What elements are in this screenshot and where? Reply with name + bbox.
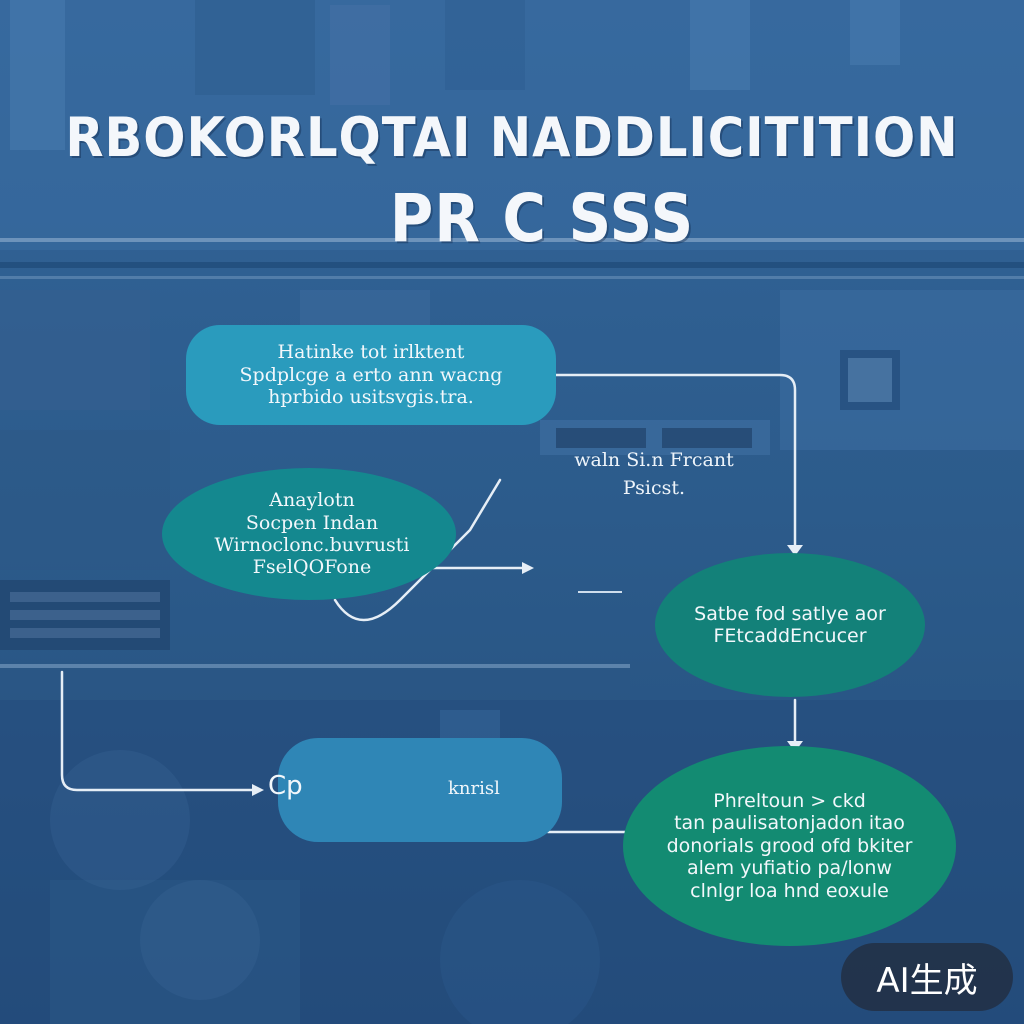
node1-line-2: Spdplcge a erto ann wacng (240, 364, 503, 386)
node5-line-2: tan paulisatonjadon itao (674, 812, 905, 834)
ai-generated-badge: AI生成 (841, 943, 1013, 1011)
node1-line-3: hprbido usitsvgis.tra. (268, 386, 474, 408)
floating-line-2: Psicst. (524, 475, 784, 503)
node3-line-2: FEtcaddEncucer (713, 625, 866, 647)
title-line-2: PR C SSS (81, 180, 1003, 257)
node2-line-4: FselQOFone (253, 556, 371, 578)
node3-line-1: Satbe fod satlye aor (694, 603, 886, 625)
floating-line-1: waln Si.n Frcant (524, 447, 784, 475)
node4-glyph: Cp (268, 771, 303, 801)
process-node-1: Hatinke tot irlktent Spdplcge a erto ann… (186, 325, 556, 425)
process-node-3: Satbe fod satlye aor FEtcaddEncucer (655, 553, 925, 697)
node5-line-4: alem yufiatio pa/lonw (687, 857, 892, 879)
node1-line-1: Hatinke tot irlktent (278, 341, 465, 363)
node2-line-2: Socpen Indan (246, 512, 378, 534)
node5-line-3: donorials grood ofd bkiter (667, 835, 913, 857)
process-node-2: Anaylotn Socpen Indan Wirnoclonc.buvrust… (162, 468, 456, 600)
node4-label: knrisl (448, 778, 500, 799)
node2-line-3: Wirnoclonc.buvrusti (214, 534, 409, 556)
node5-line-5: clnlgr loa hnd eoxule (690, 880, 889, 902)
title-line-1: RBOKORLQTAI NADDLICITITION (41, 106, 983, 169)
floating-annotation: waln Si.n Frcant Psicst. (524, 447, 784, 502)
node2-line-1: Anaylotn (269, 489, 354, 511)
process-node-5: Phreltoun > ckd tan paulisatonjadon itao… (623, 746, 956, 946)
node5-line-1: Phreltoun > ckd (713, 790, 866, 812)
process-node-4 (278, 738, 562, 842)
